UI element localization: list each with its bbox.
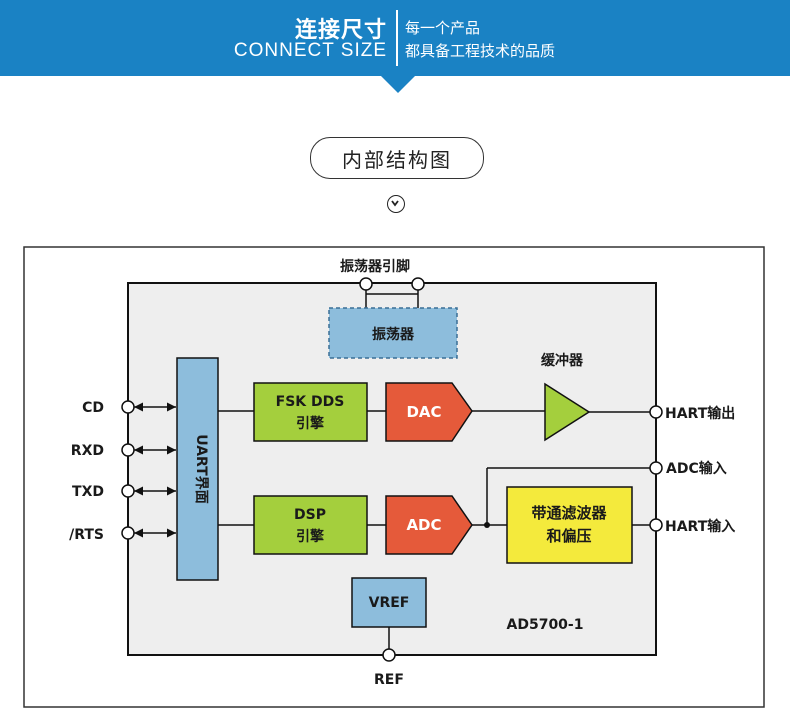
dsp-label-1: DSP (294, 507, 326, 523)
pin-rxd-connection (121, 443, 176, 457)
uart-block (176, 357, 219, 581)
dac-label: DAC (406, 403, 441, 421)
bandpass-filter-block (506, 486, 633, 564)
pin-hart-in (649, 518, 663, 532)
pin-rxd-label: RXD (71, 443, 104, 459)
oscillator-label: 振荡器 (372, 326, 415, 343)
pin-rts-label: /RTS (69, 527, 104, 543)
header-banner: 连接尺寸 CONNECT SIZE 每一个产品 都具备工程技术的品质 (0, 0, 790, 76)
section-title: 内部结构图 (310, 137, 484, 179)
banner-slogan-line1: 每一个产品 (405, 19, 481, 37)
vref-label: VREF (369, 595, 410, 611)
hart-in-label: HART输入 (665, 518, 735, 535)
dsp-block (253, 495, 368, 555)
hart-out-label: HART输出 (665, 405, 735, 422)
banner-title: 连接尺寸 (294, 18, 387, 43)
oscillator-pins-label: 振荡器引脚 (340, 258, 410, 275)
chip-name-label: AD5700-1 (507, 617, 584, 633)
uart-label: UART界面 (193, 434, 209, 503)
pin-txd-connection (121, 484, 176, 498)
pin-cd-label: CD (82, 400, 104, 416)
fsk-dds-label-2: 引擎 (296, 415, 324, 432)
pin-rts-connection (121, 526, 176, 540)
pin-txd-label: TXD (72, 484, 104, 500)
ref-label: REF (374, 672, 404, 688)
banner-slogan-line2: 都具备工程技术的品质 (405, 42, 556, 60)
junction-dot (484, 522, 490, 528)
pin-cd-connection (121, 400, 176, 414)
buffer-label: 缓冲器 (541, 352, 584, 369)
vref-block (351, 577, 427, 628)
osc-pin-1 (359, 277, 373, 291)
pin-adc-in (649, 461, 663, 475)
adc-in-label: ADC输入 (666, 460, 727, 477)
chevron-down-icon (387, 195, 405, 213)
dac-block (385, 382, 473, 442)
osc-pin-2 (411, 277, 425, 291)
oscillator-block (328, 307, 458, 359)
filter-label-2: 和偏压 (546, 527, 591, 545)
adc-label: ADC (406, 516, 441, 534)
banner-subtitle: CONNECT SIZE (233, 40, 387, 61)
adc-block (385, 495, 473, 555)
filter-label-1: 带通滤波器 (531, 504, 607, 522)
buffer-amplifier (544, 382, 591, 442)
dsp-label-2: 引擎 (296, 528, 324, 545)
fsk-dds-label-1: FSK DDS (276, 394, 345, 410)
banner-pointer (380, 75, 416, 93)
pin-hart-out (649, 405, 663, 419)
pin-ref (382, 648, 396, 662)
fsk-dds-block (253, 382, 368, 442)
banner-divider (396, 10, 398, 66)
